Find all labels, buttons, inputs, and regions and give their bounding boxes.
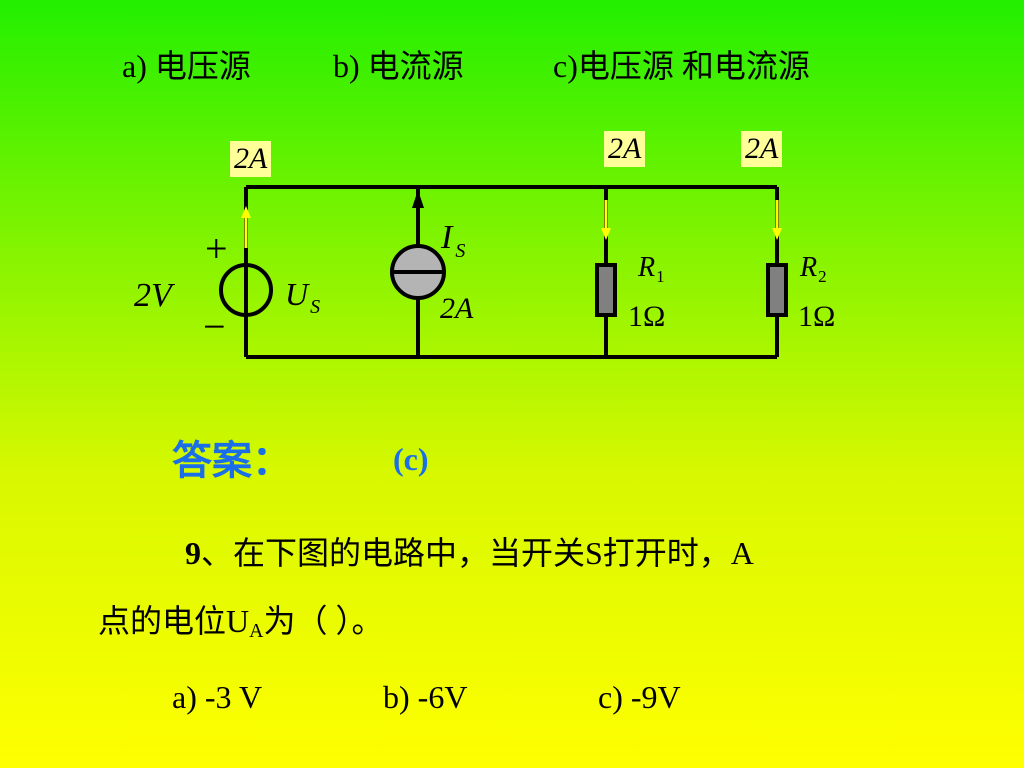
question-line-1: 9、在下图的电路中，当开关S打开时，A: [185, 537, 754, 569]
current-label-r1: 2A: [604, 131, 646, 167]
current-arrow-r2-head: [772, 228, 782, 240]
current-label-r2: 2A: [741, 131, 783, 167]
resistor-r1-value: 1Ω: [628, 300, 665, 333]
current-source-arrow: [412, 190, 424, 208]
answer-value: (c): [393, 441, 429, 477]
resistor-r2-value: 1Ω: [798, 300, 835, 333]
resistor-r1: [595, 263, 617, 317]
option-a: a) 电压源: [122, 48, 251, 84]
current-arrow-source-head: [241, 206, 251, 218]
current-label-source: 2A: [230, 141, 272, 177]
option-b: b) 电流源: [333, 48, 464, 84]
question-option-a: a) -3 V: [172, 679, 263, 715]
answer-label: 答案：: [172, 438, 292, 484]
resistor-r2-symbol: R2: [799, 252, 827, 286]
question-option-b: b) -6V: [383, 679, 468, 715]
question-number: 9: [185, 535, 201, 571]
question-option-c: c) -9V: [598, 679, 681, 715]
question-line-2: 点的电位UA为（ ）。: [98, 603, 384, 642]
resistor-r1-symbol: R1: [637, 252, 665, 286]
option-c: c)电压源 和电流源: [553, 48, 810, 84]
voltage-minus-sign: −: [203, 304, 226, 349]
current-source-value: 2A: [440, 292, 474, 325]
current-arrow-r1-head: [601, 228, 611, 240]
circuit-wires: [244, 185, 779, 359]
question-text-1: 、在下图的电路中，当开关S打开时，A: [201, 535, 754, 571]
voltage-plus-sign: +: [205, 226, 228, 271]
voltage-value: 2V: [134, 277, 176, 314]
resistor-r2: [766, 263, 788, 317]
